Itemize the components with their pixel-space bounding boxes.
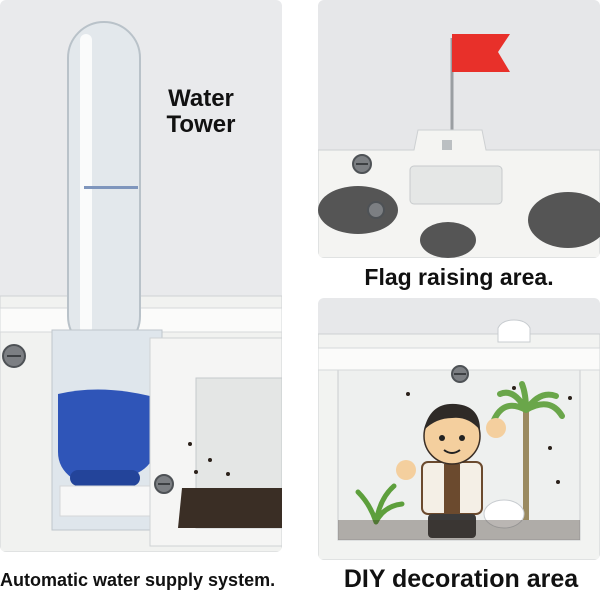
tunnel-left bbox=[318, 186, 398, 234]
food-dish bbox=[483, 499, 525, 529]
screw-icon bbox=[154, 474, 174, 494]
decoration-illustration bbox=[318, 319, 600, 560]
screw-icon bbox=[367, 201, 385, 219]
flag-raising-photo bbox=[318, 0, 600, 258]
frame-slot bbox=[409, 165, 503, 205]
tube-highlight bbox=[80, 34, 92, 334]
flag-illustration bbox=[318, 34, 600, 258]
water-tower-photo bbox=[0, 0, 282, 552]
water-level-line bbox=[84, 186, 138, 189]
sponge-base bbox=[70, 470, 140, 486]
blue-sponge bbox=[58, 389, 152, 478]
water-tower-label-line2: Tower bbox=[166, 111, 236, 138]
soil-layer bbox=[338, 520, 580, 540]
automatic-water-caption: Automatic water supply system. bbox=[0, 570, 276, 590]
soil bbox=[178, 488, 282, 528]
water-tower-illustration bbox=[0, 21, 282, 552]
figurine-icon bbox=[396, 403, 506, 538]
tunnel-right bbox=[528, 192, 600, 248]
frame-notch bbox=[442, 140, 452, 150]
tunnel-center bbox=[420, 222, 476, 258]
flag-raising-caption: Flag raising area. bbox=[364, 264, 554, 290]
plant-icon bbox=[355, 483, 405, 525]
flag-icon bbox=[452, 34, 510, 72]
diy-decoration-caption: DIY decoration area bbox=[343, 565, 579, 593]
screw-icon bbox=[2, 344, 26, 368]
screw-icon bbox=[352, 154, 372, 174]
water-tower-label-line1: Water bbox=[168, 85, 234, 112]
screw-icon bbox=[451, 365, 469, 383]
palm-tree-icon bbox=[491, 381, 565, 520]
diy-decoration-photo bbox=[318, 298, 600, 560]
water-tower-label: Water Tower bbox=[146, 86, 256, 138]
feeding-cup bbox=[497, 319, 531, 343]
